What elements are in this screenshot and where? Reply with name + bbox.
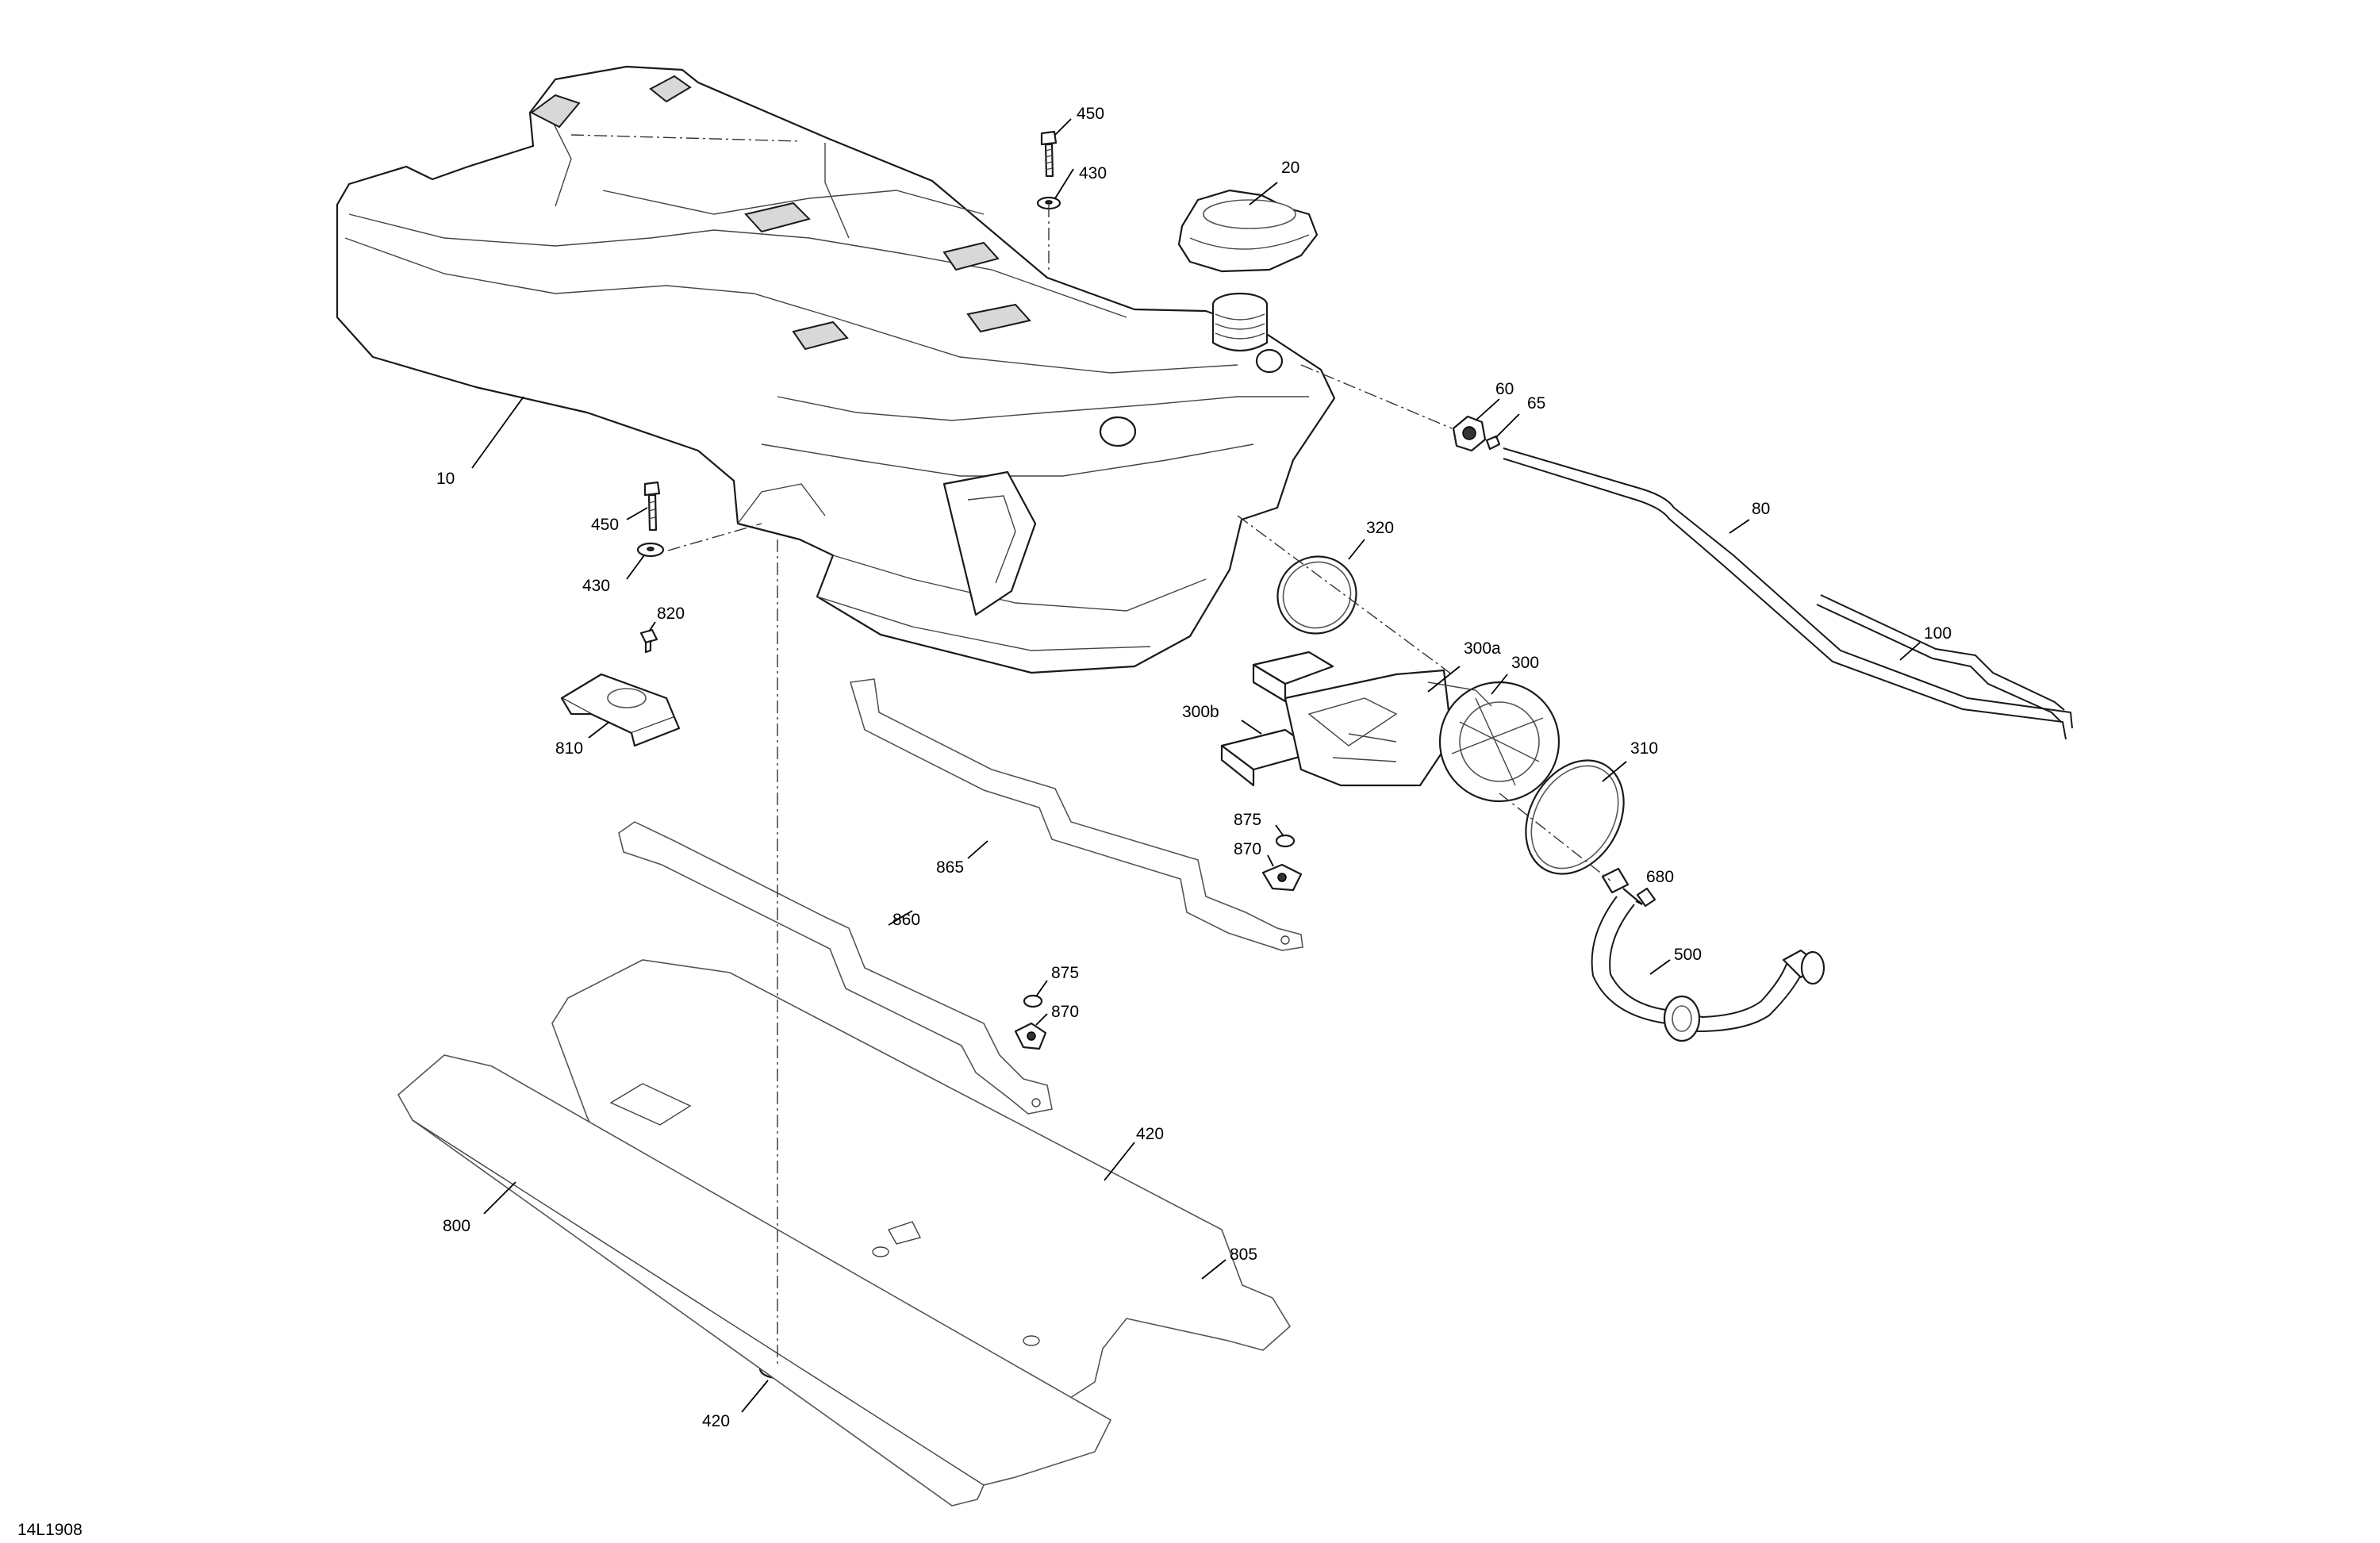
o-ring-320 [1276, 555, 1357, 635]
callout-865: 865 [936, 858, 964, 877]
callout-810: 810 [555, 739, 583, 758]
clip-870-lower [1014, 1022, 1047, 1050]
callout-680: 680 [1646, 868, 1674, 886]
callout-875-lower: 875 [1051, 964, 1079, 982]
vent-hose-2 [1816, 594, 2065, 723]
callout-100: 100 [1924, 624, 1952, 643]
fuel-tank [336, 65, 1336, 674]
callout-300: 300 [1511, 654, 1539, 672]
diagram-reference-id: 14L1908 [17, 1521, 83, 1539]
callout-65: 65 [1527, 394, 1545, 413]
callout-800: 800 [443, 1217, 470, 1235]
callout-420-right: 420 [1136, 1125, 1164, 1143]
vent-fitting [1452, 415, 1487, 452]
leader-lines [471, 118, 1921, 1413]
clip-870-upper [1261, 863, 1303, 892]
callout-420-bottom: 420 [702, 1412, 730, 1430]
fuel-pump-module [1220, 651, 1560, 803]
plate-800 [397, 1054, 1112, 1507]
callout-875-upper: 875 [1234, 811, 1261, 829]
callout-450-upper: 450 [1077, 105, 1104, 123]
fuel-hose [1591, 867, 1825, 1042]
callout-450-lower: 450 [591, 516, 619, 534]
callout-870-upper: 870 [1234, 840, 1261, 858]
clip [1485, 435, 1501, 451]
callout-310: 310 [1630, 739, 1658, 758]
callout-860: 860 [892, 911, 920, 929]
callout-20: 20 [1281, 159, 1299, 177]
bolt-450-lower [643, 481, 661, 532]
washer-430-lower [636, 542, 665, 558]
callout-820: 820 [657, 605, 685, 623]
callout-430-upper: 430 [1079, 164, 1107, 182]
callout-300b: 300b [1182, 703, 1219, 721]
nut-875-lower [1023, 994, 1043, 1008]
callout-430-lower: 430 [582, 577, 610, 595]
screw-820 [639, 628, 658, 654]
callout-300a: 300a [1464, 639, 1501, 658]
bolt-450-upper [1040, 130, 1058, 178]
callout-60: 60 [1495, 380, 1514, 398]
assembly-lines [570, 134, 1611, 1365]
fuel-cap [1177, 189, 1319, 273]
o-ring-310 [1525, 759, 1625, 875]
callout-320: 320 [1366, 519, 1394, 537]
callout-870-lower: 870 [1051, 1003, 1079, 1021]
callout-10: 10 [436, 470, 455, 488]
bracket [560, 673, 681, 747]
callout-labels: 10 20 450 430 450 430 60 65 80 100 320 3… [436, 105, 1952, 1430]
vent-hose [1503, 447, 2073, 740]
callout-500: 500 [1674, 946, 1702, 964]
callout-80: 80 [1752, 500, 1770, 518]
nut-875-upper [1275, 834, 1296, 848]
callout-805: 805 [1230, 1246, 1257, 1264]
strap-upper [849, 678, 1303, 951]
strap-lower [618, 821, 1053, 1115]
